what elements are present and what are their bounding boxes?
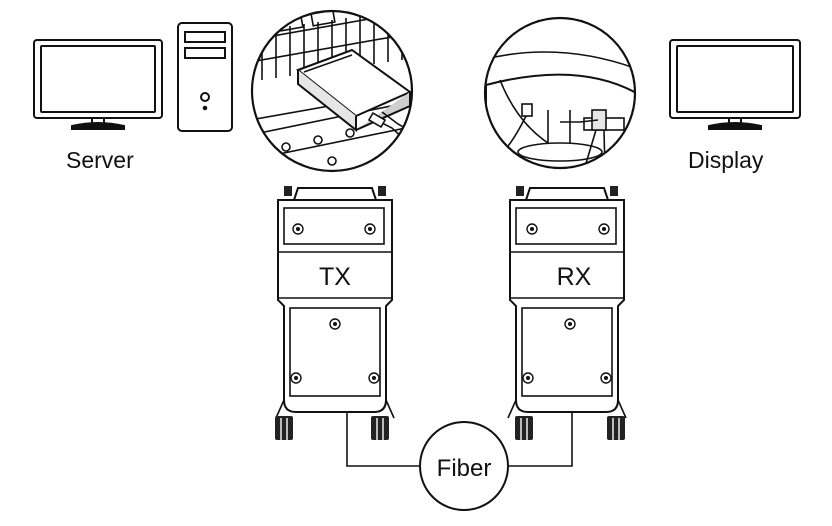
server-monitor-icon xyxy=(33,39,163,130)
pc-tower-icon xyxy=(177,22,233,132)
display-label: Display xyxy=(688,147,764,173)
tx-fiber-connector-right-icon xyxy=(371,416,389,440)
rx-fiber-connector-left-icon xyxy=(515,416,533,440)
server-label: Server xyxy=(66,147,134,173)
tx-installation-detail xyxy=(250,9,414,173)
tx-screw-right-icon xyxy=(378,186,386,196)
tx-fiber-connector-left-icon xyxy=(275,416,293,440)
fiber-badge xyxy=(419,421,509,511)
rx-screw-left-icon xyxy=(516,186,524,196)
rx-label: RX xyxy=(557,263,592,291)
fiber-label: Fiber xyxy=(437,455,492,482)
fiber-cable xyxy=(346,412,573,467)
tx-screw-left-icon xyxy=(284,186,292,196)
tx-unit xyxy=(275,186,395,440)
rx-unit xyxy=(507,186,627,440)
rx-screw-right-icon xyxy=(610,186,618,196)
rx-installation-detail xyxy=(483,16,637,170)
display-monitor-icon xyxy=(669,39,801,130)
rx-fiber-connector-right-icon xyxy=(607,416,625,440)
tx-label: TX xyxy=(319,263,351,291)
